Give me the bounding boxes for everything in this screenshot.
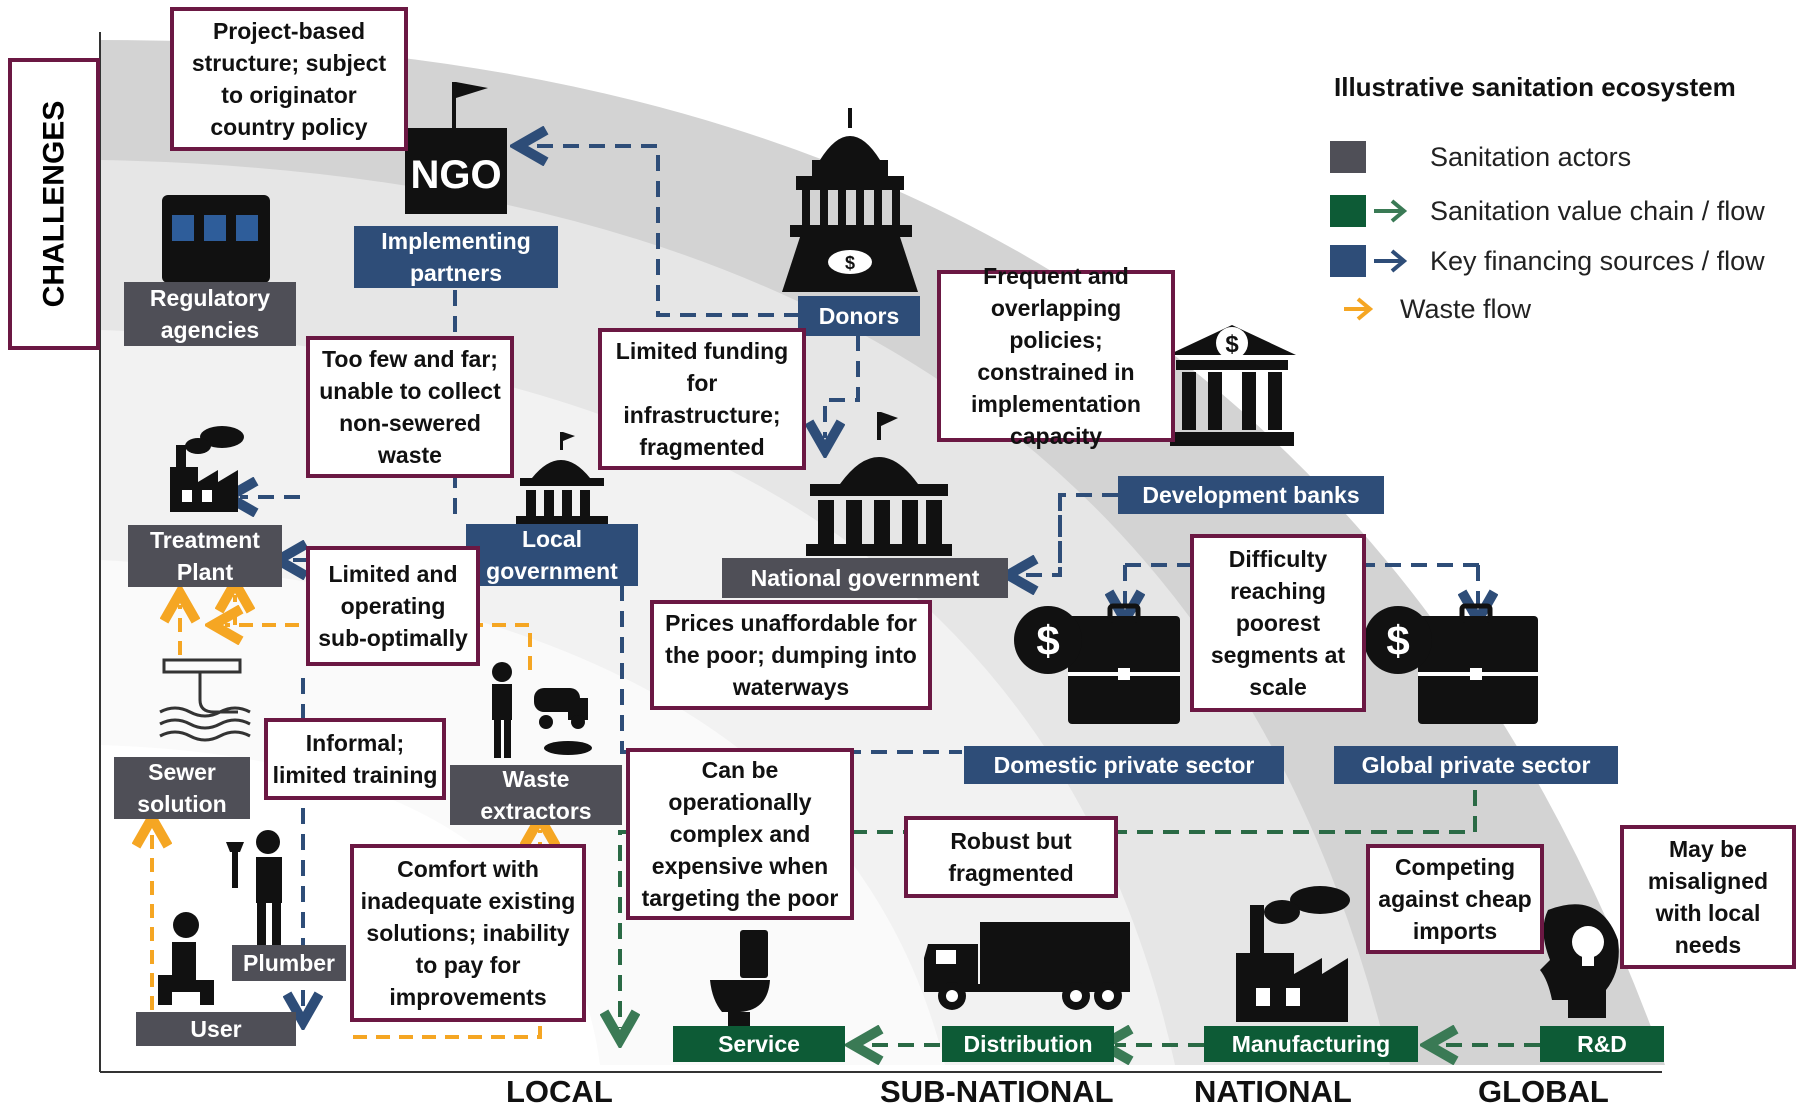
capitol-donor-icon: $ <box>782 108 918 292</box>
waste-extractor-icon <box>492 662 592 758</box>
callout-local-government: Limited funding for infrastructure; frag… <box>598 328 806 470</box>
scale-global: GLOBAL <box>1478 1074 1609 1109</box>
svg-text:$: $ <box>1225 331 1239 358</box>
legend-item-value-chain: Sanitation value chain / flow <box>1330 194 1765 228</box>
bank-icon: $ <box>1168 325 1296 446</box>
user-label: User <box>136 1012 296 1046</box>
service-label: Service <box>673 1026 845 1062</box>
orange-arrow-icon <box>1344 297 1374 321</box>
callout-treatment: Too few and far; unable to collect non-s… <box>306 336 514 478</box>
callout-national-government: Frequent and overlapping policies; const… <box>937 263 1175 449</box>
implementing-partners-label: Implementing partners <box>354 226 558 288</box>
svg-text:$: $ <box>1036 617 1059 664</box>
sewer-solution-label: Sewer solution <box>114 757 250 819</box>
waste-extractors-label: Waste extractors <box>450 765 622 825</box>
local-government-label: Local government <box>466 524 638 586</box>
manufacturing-label: Manufacturing <box>1204 1026 1418 1062</box>
domestic-private-sector-label: Domestic private sector <box>964 746 1284 784</box>
regulatory-building-icon <box>162 195 270 283</box>
rnd-label: R&D <box>1540 1026 1664 1062</box>
domestic-briefcase-icon: $ <box>1014 603 1180 724</box>
callout-ngo: Project-based structure; subject to orig… <box>170 7 408 151</box>
global-briefcase-icon: $ <box>1364 603 1538 724</box>
callout-service: Can be operationally complex and expensi… <box>626 748 854 920</box>
scale-national: NATIONAL <box>1194 1074 1352 1109</box>
legend-item-financing: Key financing sources / flow <box>1330 244 1765 278</box>
sewer-pipe-icon <box>159 658 251 742</box>
regulatory-agencies-label: Regulatory agencies <box>124 282 296 346</box>
legend-label-actors: Sanitation actors <box>1430 141 1632 172</box>
challenges-text: CHALLENGES <box>37 100 70 308</box>
blue-arrow-icon <box>1374 249 1408 273</box>
callout-private-sector: Difficulty reaching poorest segments at … <box>1190 534 1366 712</box>
challenges-label: CHALLENGES <box>8 58 100 350</box>
svg-text:NGO: NGO <box>410 153 501 197</box>
global-private-sector-label: Global private sector <box>1334 746 1618 784</box>
svg-text:$: $ <box>1386 617 1409 664</box>
legend-label-value-chain: Sanitation value chain / flow <box>1430 195 1765 226</box>
legend-swatch-actors <box>1330 141 1366 173</box>
treatment-plant-label: Treatment Plant <box>128 525 282 587</box>
local-government-icon <box>516 432 608 526</box>
callout-sewer: Limited and operating sub-optimally <box>306 546 480 666</box>
legend-label-waste: Waste flow <box>1400 293 1532 324</box>
callout-plumber: Informal; limited training <box>264 718 446 800</box>
svg-text:$: $ <box>845 253 855 273</box>
callout-distribution: Robust but fragmented <box>904 816 1118 898</box>
truck-icon <box>924 922 1130 1010</box>
callout-prices: Prices unaffordable for the poor; dumpin… <box>650 600 932 710</box>
green-arrow-icon <box>1374 199 1408 223</box>
legend-swatch-value-chain <box>1330 195 1366 227</box>
ngo-icon: NGO <box>405 82 507 214</box>
user-on-toilet-icon <box>158 912 214 1005</box>
plumber-icon <box>226 830 282 949</box>
callout-manufacturing: Competing against cheap imports <box>1366 844 1544 954</box>
scale-local: LOCAL <box>506 1074 613 1109</box>
development-banks-label: Development banks <box>1118 476 1384 514</box>
callout-rnd: May be misaligned with local needs <box>1620 825 1796 969</box>
manufacturing-factory-icon <box>1236 886 1350 1022</box>
research-head-icon <box>1540 904 1619 1018</box>
legend-label-financing: Key financing sources / flow <box>1430 245 1765 276</box>
callout-user: Comfort with inadequate existing solutio… <box>350 844 586 1022</box>
distribution-label: Distribution <box>942 1026 1114 1062</box>
donors-label: Donors <box>798 296 920 336</box>
legend-swatch-financing <box>1330 245 1366 277</box>
plumber-label: Plumber <box>232 945 346 981</box>
toilet-icon <box>710 930 770 1028</box>
legend-title: Illustrative sanitation ecosystem <box>1334 72 1736 102</box>
national-government-label: National government <box>722 558 1008 598</box>
legend-item-waste: Waste flow <box>1330 292 1531 326</box>
scale-sub-national: SUB-NATIONAL <box>880 1074 1114 1109</box>
national-government-icon <box>806 412 952 556</box>
legend-item-actors: Sanitation actors <box>1330 140 1631 174</box>
treatment-factory-icon <box>170 426 244 512</box>
